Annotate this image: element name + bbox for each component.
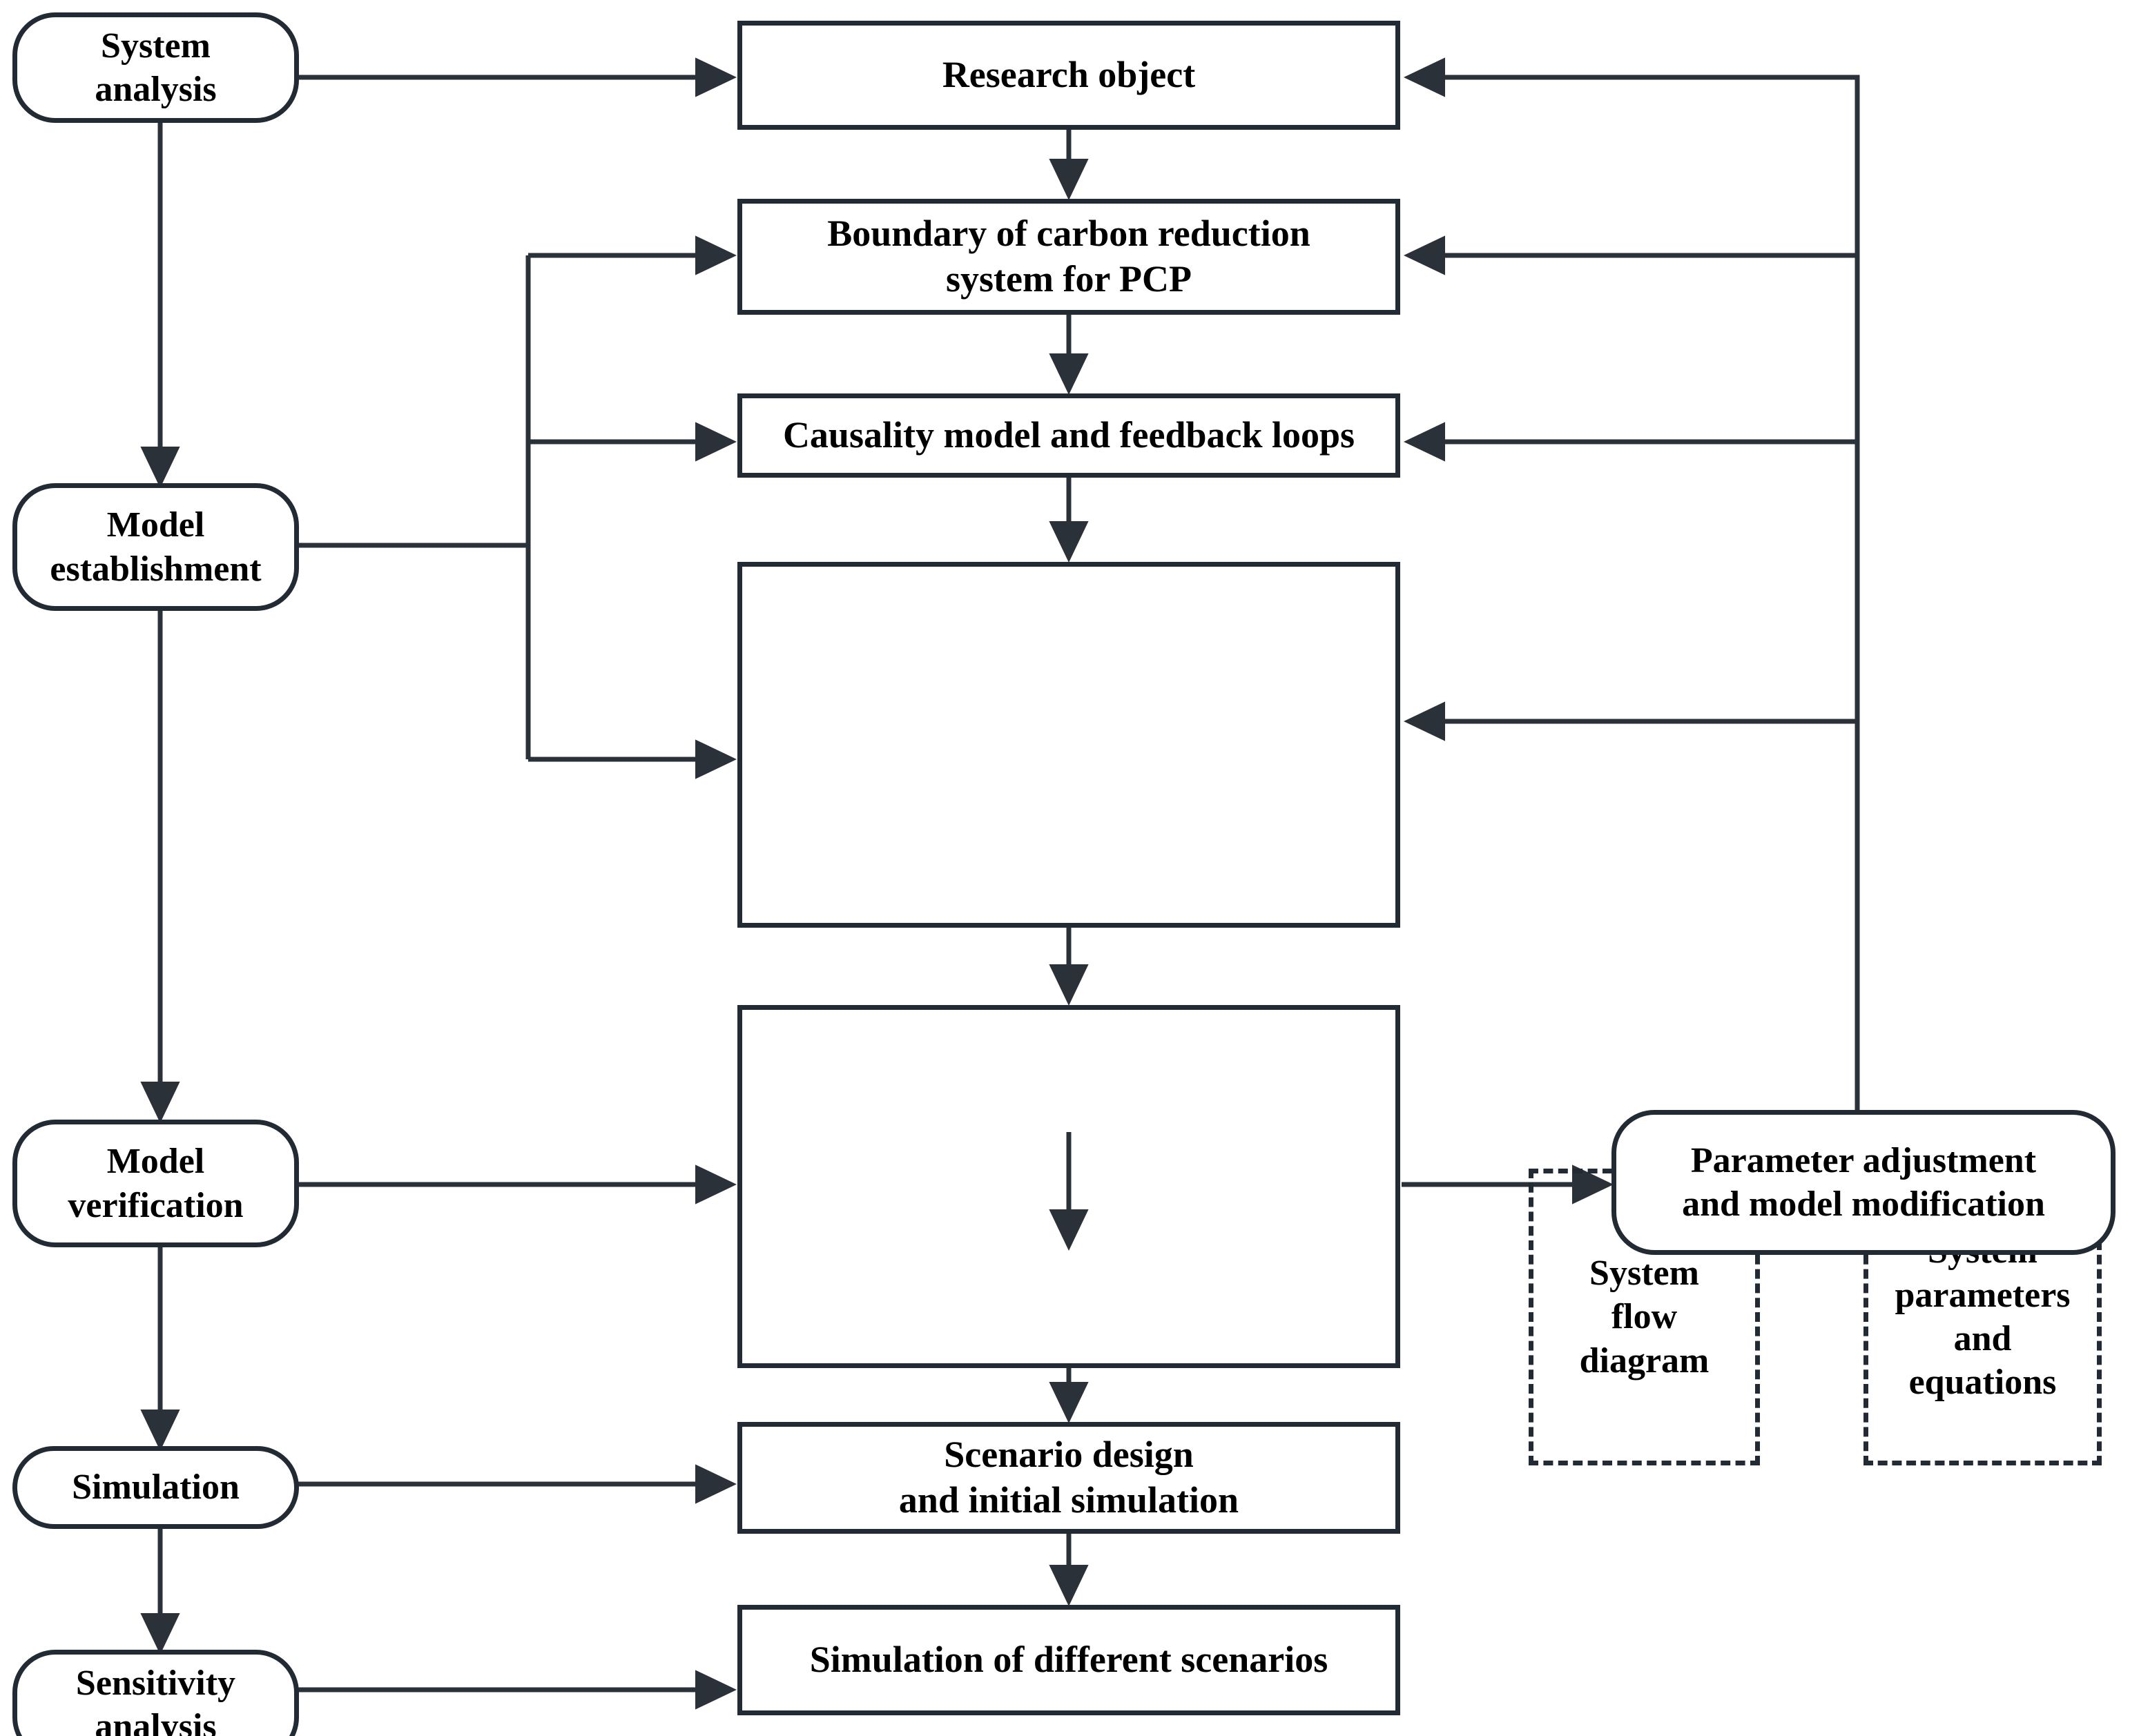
step-causality-label: Causality model and feedback loops xyxy=(782,414,1355,456)
stage-model-verification[interactable]: Model verification xyxy=(12,1120,299,1247)
step-causality[interactable]: Causality model and feedback loops xyxy=(737,393,1400,478)
feedback-parameter-adjustment[interactable]: Parameter adjustment and model modificat… xyxy=(1611,1110,2116,1255)
stage-model-establishment[interactable]: Model establishment xyxy=(12,483,299,611)
wire-feedback-to-research xyxy=(1403,57,1860,1132)
step-scenario-design[interactable]: Scenario design and initial simulation xyxy=(737,1422,1400,1534)
step-system-flow-diagram-label: System flow diagram xyxy=(1579,1253,1710,1381)
stage-sensitivity-analysis[interactable]: Sensitivity analysis xyxy=(12,1650,299,1736)
stage-simulation-label: Simulation xyxy=(72,1467,240,1508)
step-research-object-label: Research object xyxy=(942,54,1196,96)
stage-system-analysis[interactable]: System analysis xyxy=(12,12,299,123)
step-boundary[interactable]: Boundary of carbon reduction system for … xyxy=(737,199,1400,315)
step-system-parameters-label: System parameters and equations xyxy=(1895,1231,2071,1403)
step-scenario-design-label: Scenario design and initial simulation xyxy=(898,1434,1239,1521)
step-boundary-label: Boundary of carbon reduction system for … xyxy=(827,213,1310,300)
stage-sensitivity-analysis-label: Sensitivity analysis xyxy=(75,1663,236,1736)
verification-container: Validity check Historical test xyxy=(737,1005,1400,1368)
stage-model-establishment-label: Model establishment xyxy=(50,505,262,589)
step-research-object[interactable]: Research object xyxy=(737,21,1400,130)
stage-simulation[interactable]: Simulation xyxy=(12,1446,299,1529)
stage-system-analysis-label: System analysis xyxy=(95,26,217,109)
feedback-parameter-adjustment-label: Parameter adjustment and model modificat… xyxy=(1682,1140,2045,1224)
step-simulation-scenarios[interactable]: Simulation of different scenarios xyxy=(737,1605,1400,1715)
model-construction-container: System flow diagram System parameters an… xyxy=(737,562,2102,1465)
step-simulation-scenarios-label: Simulation of different scenarios xyxy=(809,1639,1328,1681)
stage-model-verification-label: Model verification xyxy=(68,1142,244,1225)
